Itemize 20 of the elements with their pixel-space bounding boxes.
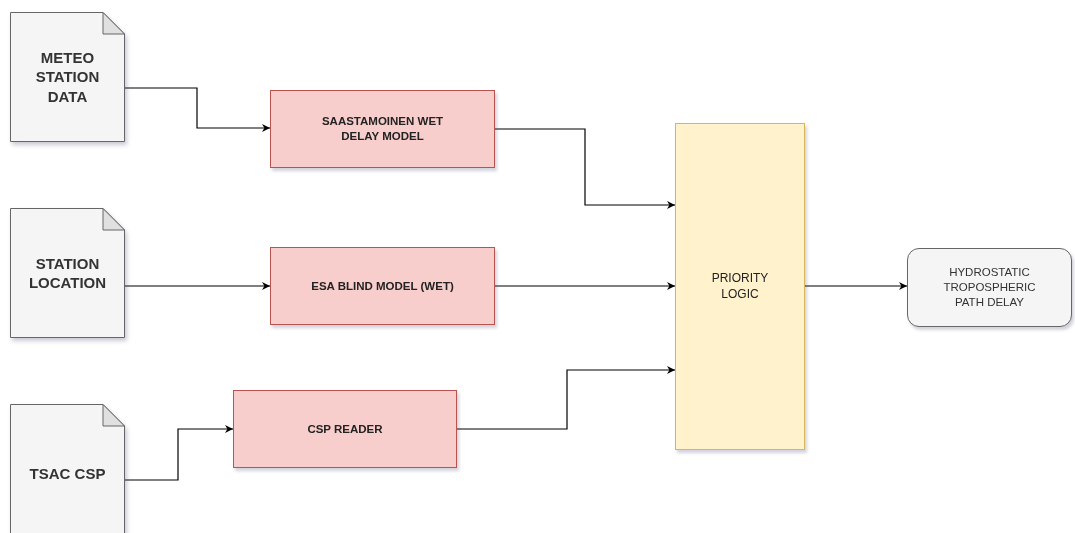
arrow xyxy=(494,128,676,209)
process-box xyxy=(270,90,495,168)
arrow xyxy=(456,366,676,430)
node-label: SAASTAMOINEN WET DELAY MODEL xyxy=(320,114,445,144)
arrow xyxy=(494,282,676,290)
node-label: HYDROSTATIC TROPOSPHERIC PATH DELAY xyxy=(942,265,1037,310)
node-label: PRIORITY LOGIC xyxy=(710,270,770,303)
node-label: TSAC CSP xyxy=(29,464,106,484)
process-box xyxy=(270,247,495,325)
output-terminal xyxy=(907,248,1072,327)
node-label: STATION LOCATION xyxy=(27,253,108,293)
arrow xyxy=(124,282,271,290)
arrow xyxy=(124,87,271,132)
process-box xyxy=(233,390,457,468)
logic-block xyxy=(675,123,805,450)
arrow xyxy=(124,425,234,481)
node-label: METEO STATION DATA xyxy=(34,47,101,107)
arrow xyxy=(804,282,908,290)
node-label: ESA BLIND MODEL (WET) xyxy=(311,278,454,294)
node-label: CSP READER xyxy=(307,421,383,437)
